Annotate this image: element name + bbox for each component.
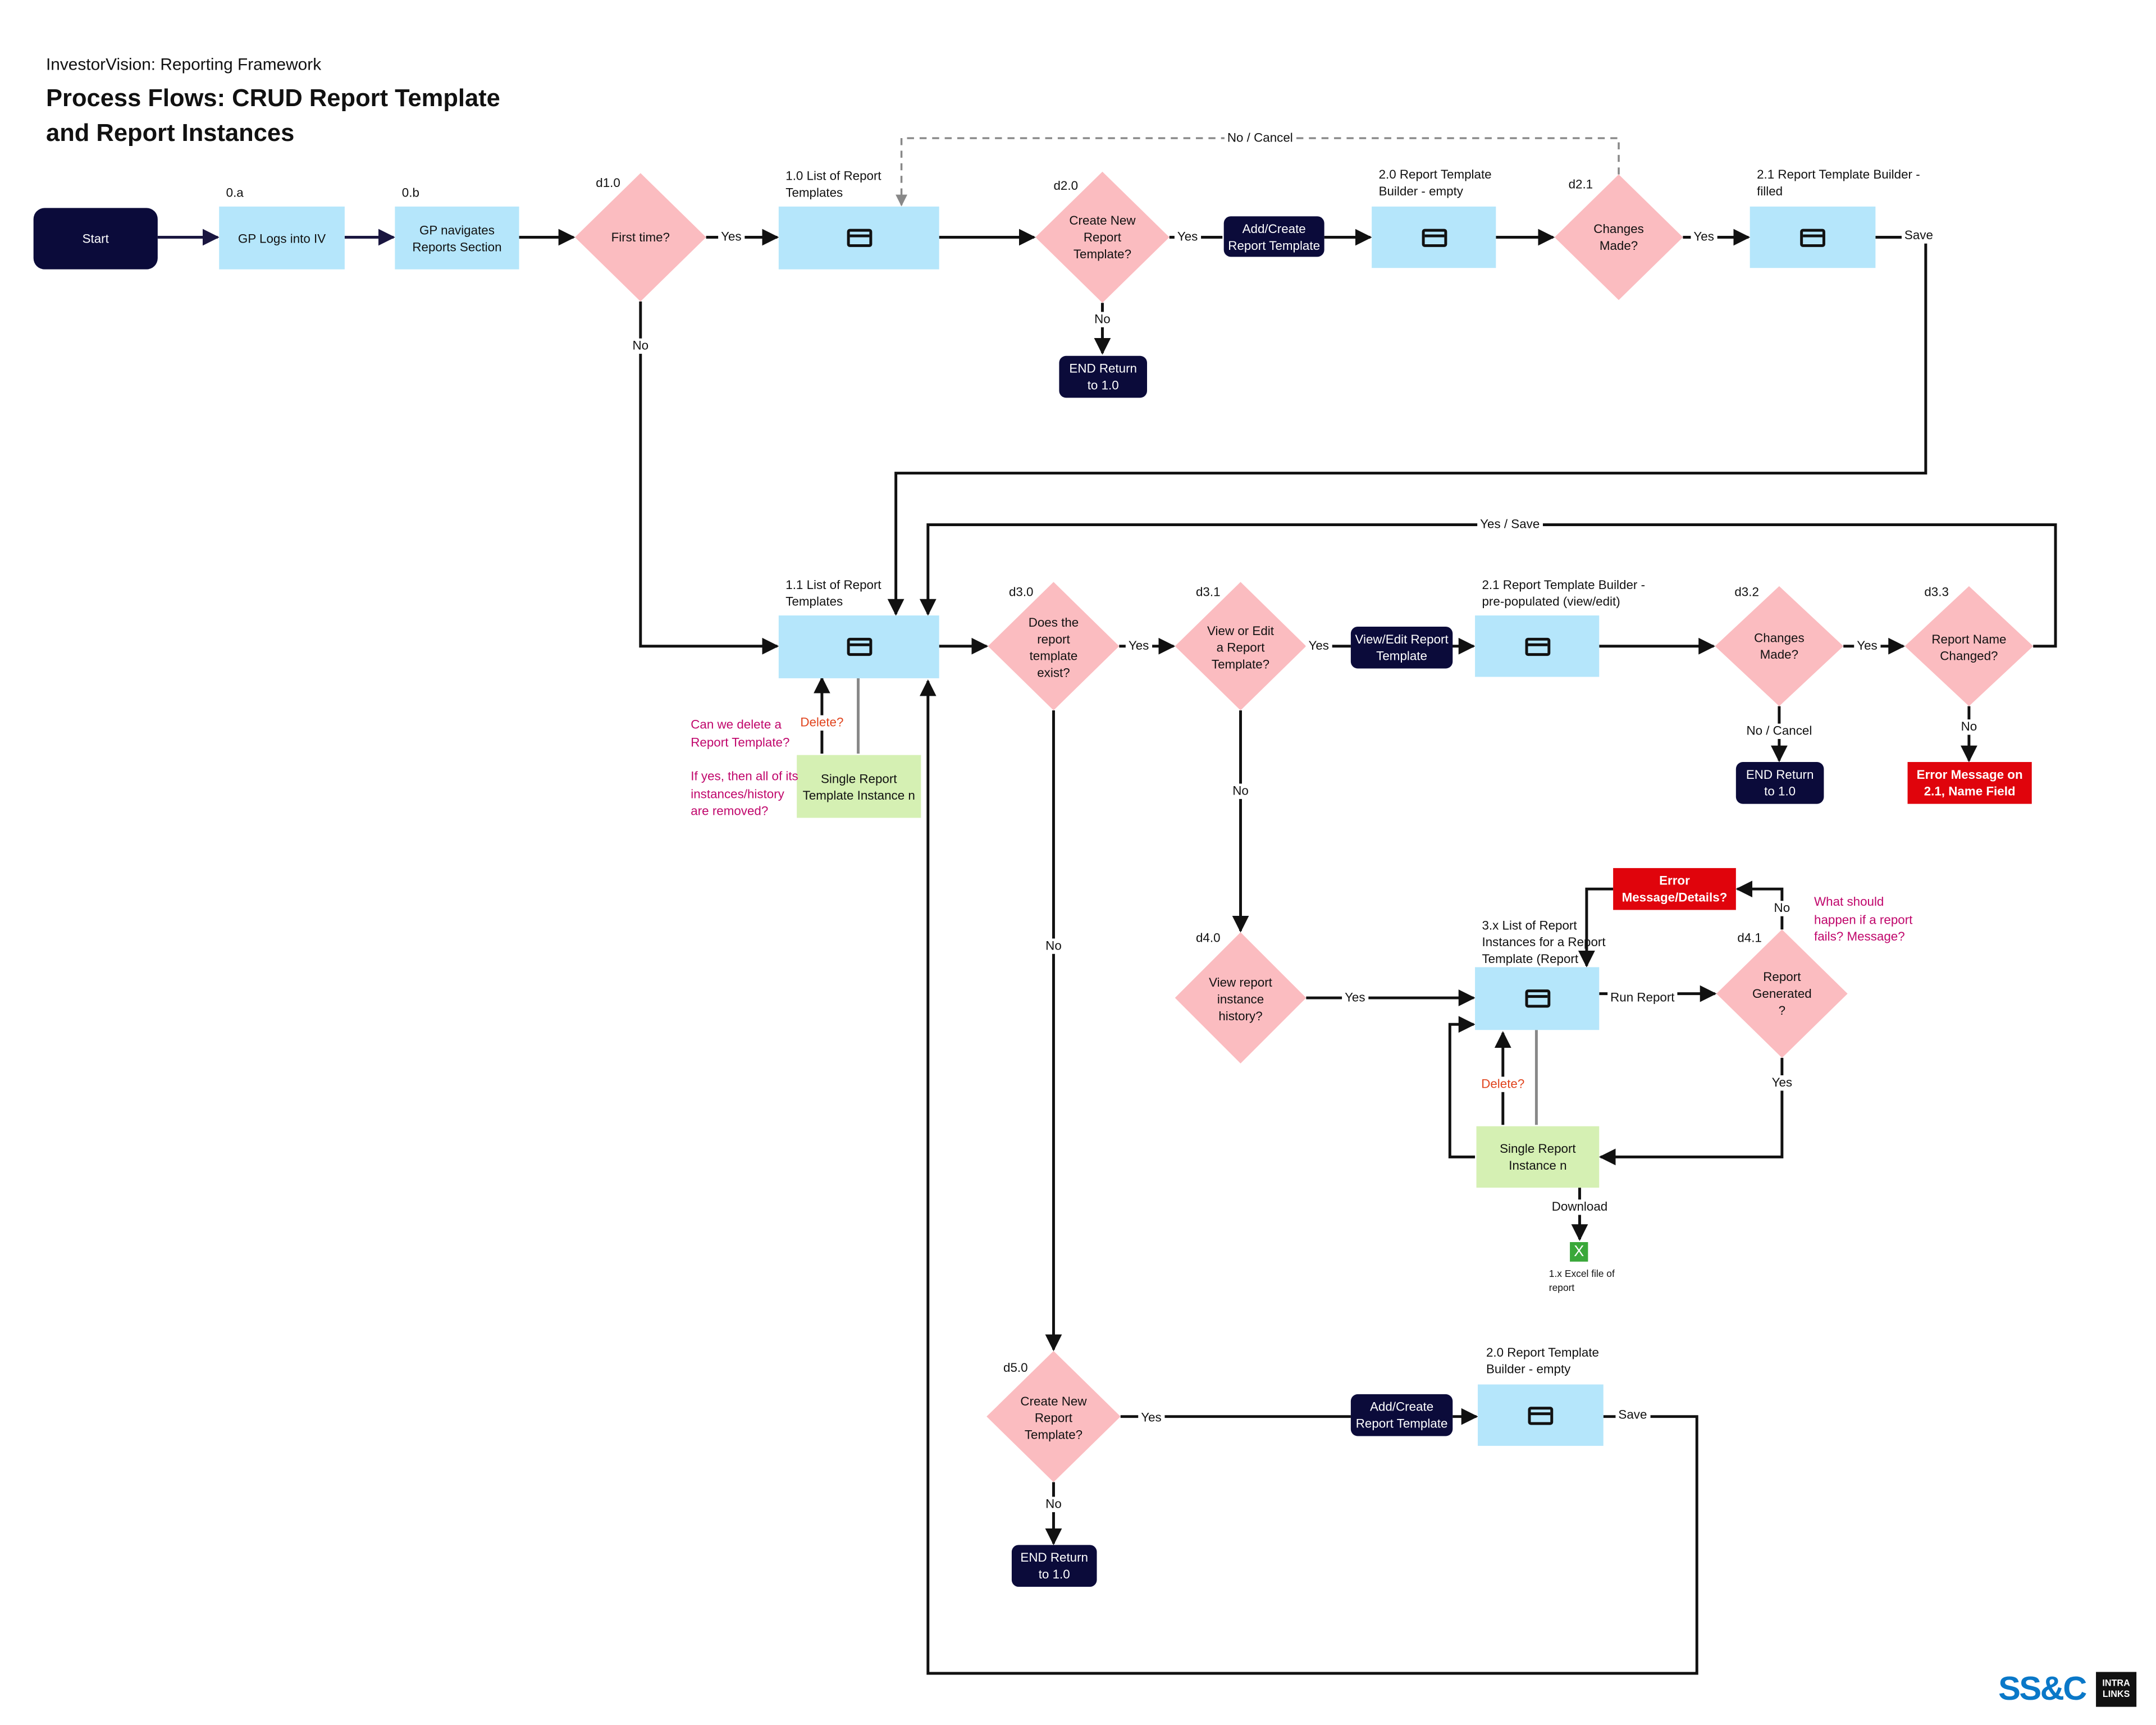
list-3-x-screen <box>1475 967 1600 1030</box>
decision-d3-0-id: d3.0 <box>1008 585 1034 599</box>
note-report-fails: What should happen if a report fails? Me… <box>1814 895 1913 944</box>
edge-label-save: Save <box>1615 1407 1650 1423</box>
browser-window-icon <box>846 229 872 247</box>
browser-window-icon <box>1524 989 1550 1008</box>
decision-d1-0: First time? <box>611 230 670 244</box>
builder-2-1-filled-screen <box>1750 206 1876 268</box>
edge-label-no-cancel: No / Cancel <box>1224 130 1296 146</box>
builder-2-0-title: 2.0 Report Template Builder - empty <box>1378 167 1492 198</box>
edge-label-yes: Yes <box>1174 229 1201 245</box>
edge-label-no: No <box>629 338 652 354</box>
builder-2-0-b-title: 2.0 Report Template Builder - empty <box>1486 1345 1599 1376</box>
builder-2-1-pre-screen <box>1475 615 1600 677</box>
single-template-instance: Single Report Template Instance n <box>797 755 921 818</box>
decision-shapes <box>574 171 2034 1482</box>
decision-d3-1-id: d3.1 <box>1195 585 1221 599</box>
excel-file-icon: X <box>1570 1242 1588 1262</box>
page-title: Process Flows: CRUD Report Template and … <box>46 84 500 147</box>
decision-d3-3-id: d3.3 <box>1924 585 1949 599</box>
login-step: GP Logs into IV <box>219 206 345 270</box>
builder-2-1-pre-title: 2.1 Report Template Builder - pre-popula… <box>1482 577 1646 609</box>
edge-label-yes: Yes <box>1342 990 1368 1006</box>
edge-label-no: No <box>1043 1496 1065 1512</box>
builder-2-0-screen <box>1372 206 1496 268</box>
decision-d4-1: Report Generated ? <box>1752 970 1812 1017</box>
list-1-1-title: 1.1 List of Report Templates <box>785 577 881 609</box>
edge-label-run-report: Run Report <box>1607 990 1678 1006</box>
error-name-field: Error Message on 2.1, Name Field <box>1907 762 2032 804</box>
header-subtitle: InvestorVision: Reporting Framework <box>46 54 322 74</box>
edge-label-yes: Yes <box>718 229 744 245</box>
edge-label-yes: Yes <box>1305 638 1332 654</box>
edge-label-no-cancel: No / Cancel <box>1743 723 1815 740</box>
list-1-0-screen <box>778 206 939 270</box>
end-node-1: END Return to 1.0 <box>1059 355 1147 398</box>
decision-d5-0: Create New Report Template? <box>1020 1394 1087 1442</box>
edge-label-delete: Delete? <box>797 715 847 731</box>
edge-label-download: Download <box>1549 1199 1611 1215</box>
note-can-delete: Can we delete a Report Template? <box>691 717 790 749</box>
edge-label-yes: Yes <box>1125 638 1152 654</box>
edge-label-no: No <box>1958 719 1980 735</box>
list-1-0-title: 1.0 List of Report Templates <box>785 168 881 200</box>
ssc-logo: SS&C <box>1998 1671 2087 1709</box>
intralinks-logo: INTRA LINKS <box>2096 1672 2137 1707</box>
browser-window-icon <box>1800 228 1825 247</box>
excel-caption: 1.x Excel file of report <box>1549 1270 1615 1294</box>
decision-d4-0-id: d4.0 <box>1195 930 1221 945</box>
decision-d5-0-id: d5.0 <box>1003 1361 1028 1375</box>
end-node-3: END Return to 1.0 <box>1011 1545 1097 1587</box>
browser-window-icon <box>846 637 872 656</box>
navigate-id: 0.b <box>401 185 419 200</box>
edge-label-no: No <box>1771 901 1793 916</box>
edge-label-no: No <box>1230 783 1251 799</box>
decision-d3-0: Does the report template exist? <box>1028 615 1079 680</box>
decision-d2-1-id: d2.1 <box>1568 177 1593 191</box>
decision-d3-1: View or Edit a Report Template? <box>1207 623 1274 672</box>
decision-d1-0-id: d1.0 <box>596 176 620 190</box>
edge-label-delete: Delete? <box>1478 1076 1528 1092</box>
browser-window-icon <box>1528 1406 1554 1425</box>
login-id: 0.a <box>226 185 244 200</box>
edge-label-yes-save: Yes / Save <box>1477 517 1543 533</box>
add-create-action: Add/Create Report Template <box>1223 216 1324 257</box>
single-report-instance: Single Report Instance n <box>1476 1126 1600 1188</box>
edge-label-yes: Yes <box>1854 638 1880 654</box>
decision-d4-1-id: d4.1 <box>1737 930 1762 945</box>
add-create-action-2: Add/Create Report Template <box>1350 1394 1453 1436</box>
builder-2-1-filled-title: 2.1 Report Template Builder - filled <box>1757 167 1920 198</box>
view-edit-action: View/Edit Report Template <box>1350 626 1453 669</box>
edge-label-yes: Yes <box>1769 1075 1796 1091</box>
decision-d3-2: Changes Made? <box>1754 631 1805 662</box>
edge-label-save: Save <box>1901 228 1936 244</box>
edge-label-no: No <box>1043 938 1065 954</box>
edge-label-yes: Yes <box>1138 1410 1164 1426</box>
edge-label-no: No <box>1091 312 1113 327</box>
decision-d4-0: View report instance history? <box>1209 975 1272 1023</box>
single-template-instance-label: Single Report Template Instance n <box>802 771 915 802</box>
builder-2-0-b-screen <box>1478 1384 1604 1446</box>
start-node: Start <box>33 208 158 270</box>
decision-d3-3: Report Name Changed? <box>1931 632 2007 663</box>
decision-d2-1: Changes Made? <box>1593 222 1644 253</box>
edge-label-yes: Yes <box>1691 229 1717 245</box>
decision-d2-0: Create New Report Template? <box>1069 213 1136 261</box>
navigate-step: GP navigates Reports Section <box>395 206 519 270</box>
error-details: Error Message/Details? <box>1613 868 1736 910</box>
browser-window-icon <box>1524 637 1550 655</box>
decision-d3-2-id: d3.2 <box>1734 585 1759 599</box>
end-node-2: END Return to 1.0 <box>1735 762 1824 804</box>
browser-window-icon <box>1421 228 1447 247</box>
decision-d2-0-id: d2.0 <box>1053 179 1079 193</box>
note-if-yes: If yes, then all of its instances/histor… <box>691 769 798 818</box>
list-1-1-screen <box>778 615 939 678</box>
